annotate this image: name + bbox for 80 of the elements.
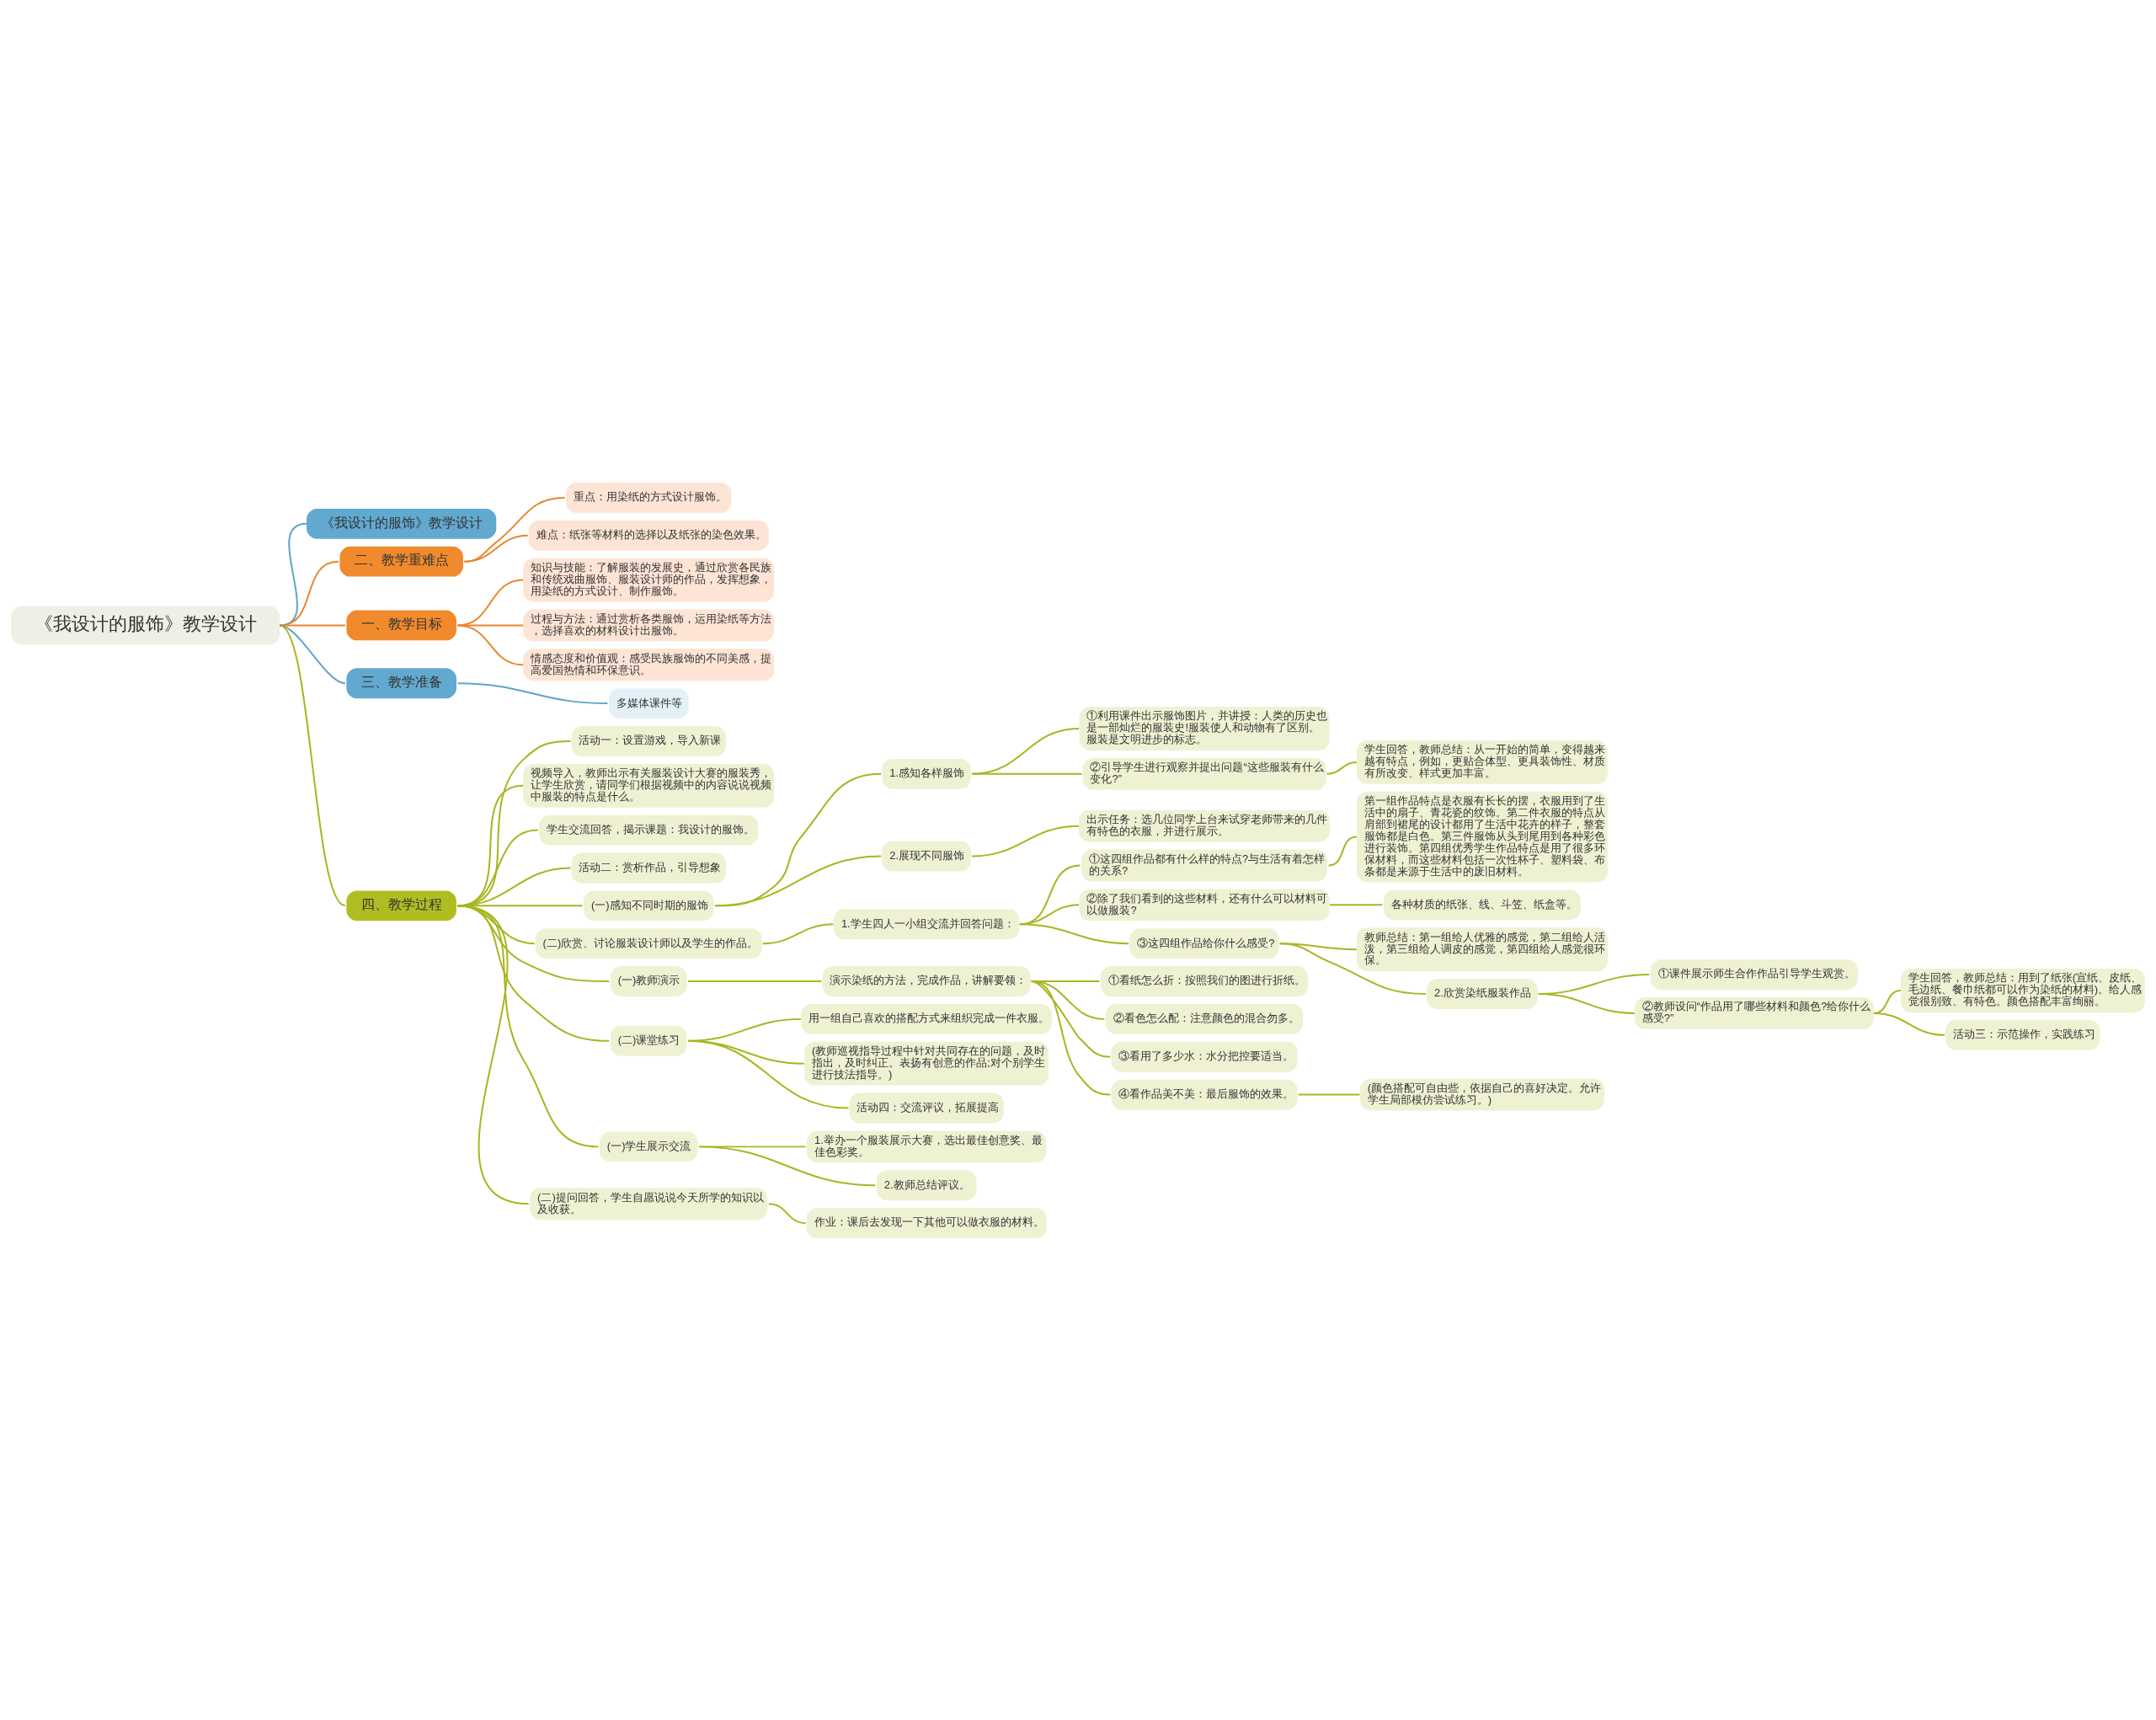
node-box: 多媒体课件等 — [608, 687, 689, 718]
node-box: 一、教学目标 — [346, 610, 456, 640]
connector — [1326, 761, 1358, 775]
node-box: ②除了我们看到的这些材料，还有什么可以材料可以做服装? — [1079, 888, 1330, 921]
node-box: ②教师设问“作品用了哪些材料和颜色?给你什么感受?” — [1634, 996, 1874, 1029]
node-box: (颜色搭配可自由些，依据自己的喜好决定。允许学生局部模仿尝试练习。) — [1359, 1078, 1604, 1110]
node-box: (教师巡视指导过程中针对共同存在的问题，及时指出，及时纠正。表扬有创意的作品;对个别学生进行技法指导。) — [804, 1041, 1049, 1086]
node-box: 2.教师总结评议。 — [876, 1169, 977, 1200]
node-box: 作业：课后去发现一下其他可以做衣服的材料。 — [806, 1207, 1047, 1238]
node-box: 演示染纸的方法，完成作品，讲解要领： — [822, 965, 1031, 996]
node-box: 难点：纸张等材料的选择以及纸张的染色效果。 — [528, 520, 769, 551]
connector — [970, 825, 1080, 857]
connector — [463, 534, 529, 563]
node-box: 学生交流回答，揭示课题：我设计的服饰。 — [539, 815, 759, 846]
node-box: ④看作品美不美：最后服饰的效果。 — [1111, 1079, 1298, 1109]
node-box: 知识与技能：了解服装的发展史，通过欣赏各民族和传统戏曲服饰、服装设计师的作品，发挥想象，用染纸的方式设计、制作服饰。 — [523, 558, 775, 601]
connector — [279, 623, 346, 684]
connector — [1030, 980, 1112, 1096]
connector — [687, 980, 823, 982]
node-box: 2.展现不同服饰 — [882, 841, 971, 871]
node-box: 《我设计的服饰》教学设计 — [11, 606, 280, 644]
node-box: 第一组作品特点是衣服有长长的摆，衣服用到了生活中的扇子、青花瓷的纹饰。第二件衣服的特点从肩部到裙尾的设计都用了生活中花卉的样子，整套服饰都是白色。第三件服饰从头到尾用到各种彩色进行装饰。第四组优秀学生作品特点是用了很多环保材料，而这些材料包括一次性杯子、塑料袋、布条都是来源于生活中的废旧材料。 — [1356, 791, 1608, 882]
node-box: (二)课堂练习 — [610, 1025, 687, 1056]
node-box: 活动一：设置游戏，导入新课 — [571, 725, 726, 756]
node-box: 学生回答，教师总结：用到了纸张(宣纸、皮纸、毛边纸、餐巾纸都可以作为染纸的材料)。给人感觉很别致、有特色。颜色搭配丰富绚丽。 — [1900, 968, 2145, 1012]
connector — [1327, 836, 1358, 866]
connector — [463, 496, 566, 563]
node-box: 2.欣赏染纸服装作品 — [1427, 978, 1538, 1009]
node-box: (一)感知不同时期的服饰 — [583, 889, 714, 921]
connector — [687, 1039, 850, 1109]
node-box: 1.感知各样服饰 — [882, 758, 971, 789]
node-box: ①课件展示师生合作作品引导学生观赏。 — [1650, 959, 1858, 990]
node-box: 视频导入，教师出示有关服装设计大赛的服装秀，让学生欣赏，请同学们根据视频中的内容说说视频中服装的特点是什么。 — [523, 763, 775, 808]
node-box: 三、教学准备 — [346, 667, 456, 698]
connector — [970, 772, 1083, 775]
node-box: ①这四组作品都有什么样的特点?与生活有着怎样的关系? — [1081, 849, 1327, 881]
node-box: 出示任务：选几位同学上台来试穿老师带来的几件有特色的衣服，并进行展示。 — [1079, 809, 1330, 842]
node-box: 活动二：赏析作品，引导想象 — [571, 852, 726, 883]
connector — [761, 922, 835, 944]
connector — [767, 1202, 807, 1224]
connector — [1537, 992, 1636, 1014]
node-box: ①利用课件出示服饰图片，并讲授：人类的历史也是一部灿烂的服装史!服装使人和动物有了区别。服装是文明进步的标志。 — [1079, 706, 1330, 750]
node-box: 情感态度和价值观：感受民族服饰的不同美感，提高爱国热情和环保意识。 — [523, 648, 775, 681]
node-box: 活动四：交流评议，拓展提高 — [849, 1092, 1004, 1123]
connector — [279, 623, 346, 906]
connector — [713, 855, 883, 906]
connector — [1872, 1012, 1946, 1036]
node-box: 重点：用染纸的方式设计服饰。 — [566, 482, 732, 513]
connector — [456, 623, 525, 665]
connector — [1278, 942, 1428, 995]
node-box: 过程与方法：通过赏析各类服饰，运用染纸等方法，选择喜欢的材料设计出服饰。 — [523, 609, 775, 641]
node-box: ③看用了多少水：水分把控要适当。 — [1111, 1041, 1298, 1072]
node-box: ②引导学生进行观察并提出问题“这些服装有什么变化?” — [1082, 757, 1326, 790]
connector — [1329, 903, 1384, 905]
node-box: (一)学生展示交流 — [599, 1130, 698, 1162]
node-box: 1.学生四人一小组交流并回答问题： — [833, 908, 1020, 939]
node-box: ③这四组作品给你什么感受? — [1129, 927, 1279, 959]
connector — [698, 1145, 877, 1186]
node-box: 四、教学过程 — [346, 889, 456, 921]
node-box: 二、教学重难点 — [339, 546, 463, 577]
connector — [279, 623, 346, 626]
node-box: 活动三：示范操作，实践练习 — [1945, 1019, 2100, 1050]
connector — [456, 681, 609, 704]
node-box: 《我设计的服饰》教学设计 — [307, 508, 497, 539]
node-box: 教师总结：第一组给人优雅的感觉，第二组给人活泼，第三组给人调皮的感觉，第四组给人感觉很环保。 — [1356, 927, 1608, 971]
connector — [1018, 922, 1130, 944]
connector — [456, 623, 525, 626]
node-box: (一)教师演示 — [610, 965, 687, 996]
node-box: ①看纸怎么折：按照我们的图进行折纸。 — [1100, 965, 1309, 996]
connector — [713, 772, 883, 906]
node-box: 学生回答，教师总结：从一开始的简单，变得越来越有特点，例如，更贴合体型、更具装饰性、材质有所改变、样式更加丰富。 — [1356, 740, 1608, 784]
node-box: (二)欣赏、讨论服装设计师以及学生的作品。 — [535, 927, 762, 959]
connector — [1297, 1093, 1361, 1096]
node-box: 用一组自己喜欢的搭配方式来组织完成一件衣服。 — [801, 1003, 1053, 1034]
node-box: 1.举办一个服装展示大赛，选出最佳创意奖、最佳色彩奖。 — [807, 1130, 1047, 1162]
node-box: (二)提问回答，学生自愿说说今天所学的知识以及收获。 — [530, 1187, 768, 1220]
node-box: ②看色怎么配：注意颜色的混合勿多。 — [1105, 1003, 1304, 1034]
connector — [456, 904, 530, 1205]
node-box: 各种材质的纸张、线、斗笠、纸盒等。 — [1383, 889, 1581, 920]
connector — [456, 579, 525, 626]
